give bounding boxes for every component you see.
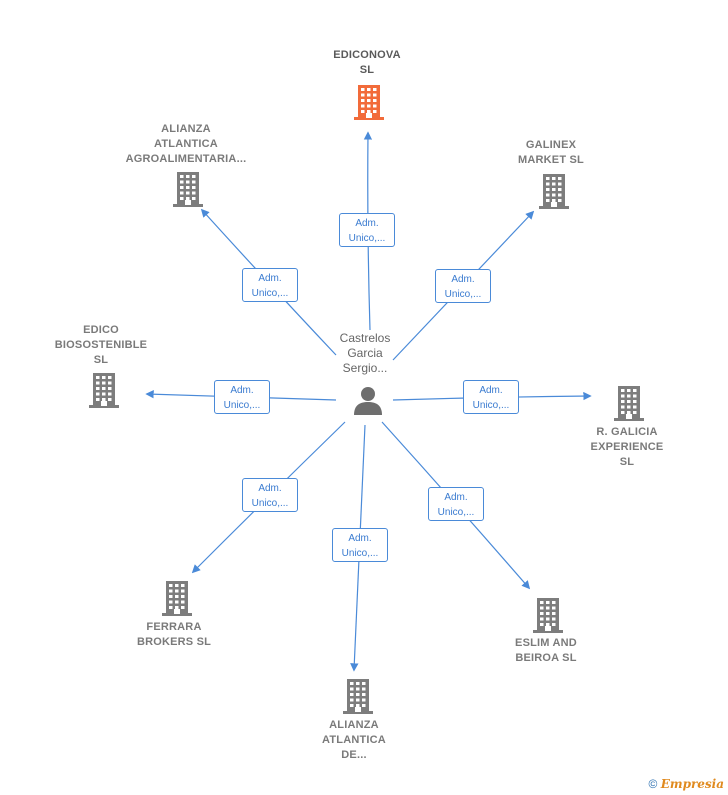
building-icon[interactable] — [352, 84, 386, 120]
role-label[interactable]: Adm. Unico,... — [428, 487, 484, 521]
building-icon[interactable] — [341, 678, 375, 714]
role-line1: Adm. — [230, 385, 254, 396]
role-line2: Unico,... — [251, 288, 289, 299]
footer-brand[interactable]: © Empresia — [649, 777, 724, 791]
company-name[interactable]: EDICO BIOSOSTENIBLE SL — [54, 324, 148, 366]
role-line1: Adm. — [479, 385, 503, 396]
role-line1: Adm. — [444, 492, 468, 503]
role-line2: Unico,... — [444, 289, 482, 300]
building-icon[interactable] — [531, 597, 565, 633]
role-line1: Adm. — [348, 533, 372, 544]
company-name[interactable]: ALIANZA ATLANTICA AGROALIMENTARIA... — [125, 123, 247, 165]
role-label[interactable]: Adm. Unico,... — [435, 269, 491, 303]
role-label[interactable]: Adm. Unico,... — [214, 380, 270, 414]
person-icon[interactable] — [353, 386, 383, 416]
company-name[interactable]: R. GALICIA EXPERIENCE SL — [590, 426, 664, 468]
role-line2: Unico,... — [341, 548, 379, 559]
role-label[interactable]: Adm. Unico,... — [242, 268, 298, 302]
company-name[interactable]: ESLIM AND BEIROA SL — [515, 637, 577, 664]
role-label[interactable]: Adm. Unico,... — [332, 528, 388, 562]
company-name[interactable]: FERRARA BROKERS SL — [136, 621, 212, 648]
role-line2: Unico,... — [437, 507, 475, 518]
copyright-icon: © — [648, 777, 658, 791]
role-line2: Unico,... — [348, 233, 386, 244]
role-label[interactable]: Adm. Unico,... — [463, 380, 519, 414]
company-name[interactable]: EDICONOVA SL — [333, 49, 401, 76]
building-icon[interactable] — [612, 385, 646, 421]
role-line2: Unico,... — [223, 400, 261, 411]
role-line2: Unico,... — [472, 400, 510, 411]
role-line1: Adm. — [355, 218, 379, 229]
role-label[interactable]: Adm. Unico,... — [339, 213, 395, 247]
company-name[interactable]: ALIANZA ATLANTICA DE... — [322, 719, 386, 761]
brand-name: Empresia — [660, 777, 724, 791]
role-line2: Unico,... — [251, 498, 289, 509]
role-label[interactable]: Adm. Unico,... — [242, 478, 298, 512]
person-name[interactable]: Castrelos Garcia Sergio... — [339, 331, 391, 375]
building-icon[interactable] — [171, 171, 205, 207]
building-icon[interactable] — [537, 173, 571, 209]
role-line1: Adm. — [258, 483, 282, 494]
role-line1: Adm. — [451, 274, 475, 285]
building-icon[interactable] — [160, 580, 194, 616]
building-icon[interactable] — [87, 372, 121, 408]
role-line1: Adm. — [258, 273, 282, 284]
company-name[interactable]: GALINEX MARKET SL — [518, 139, 584, 166]
